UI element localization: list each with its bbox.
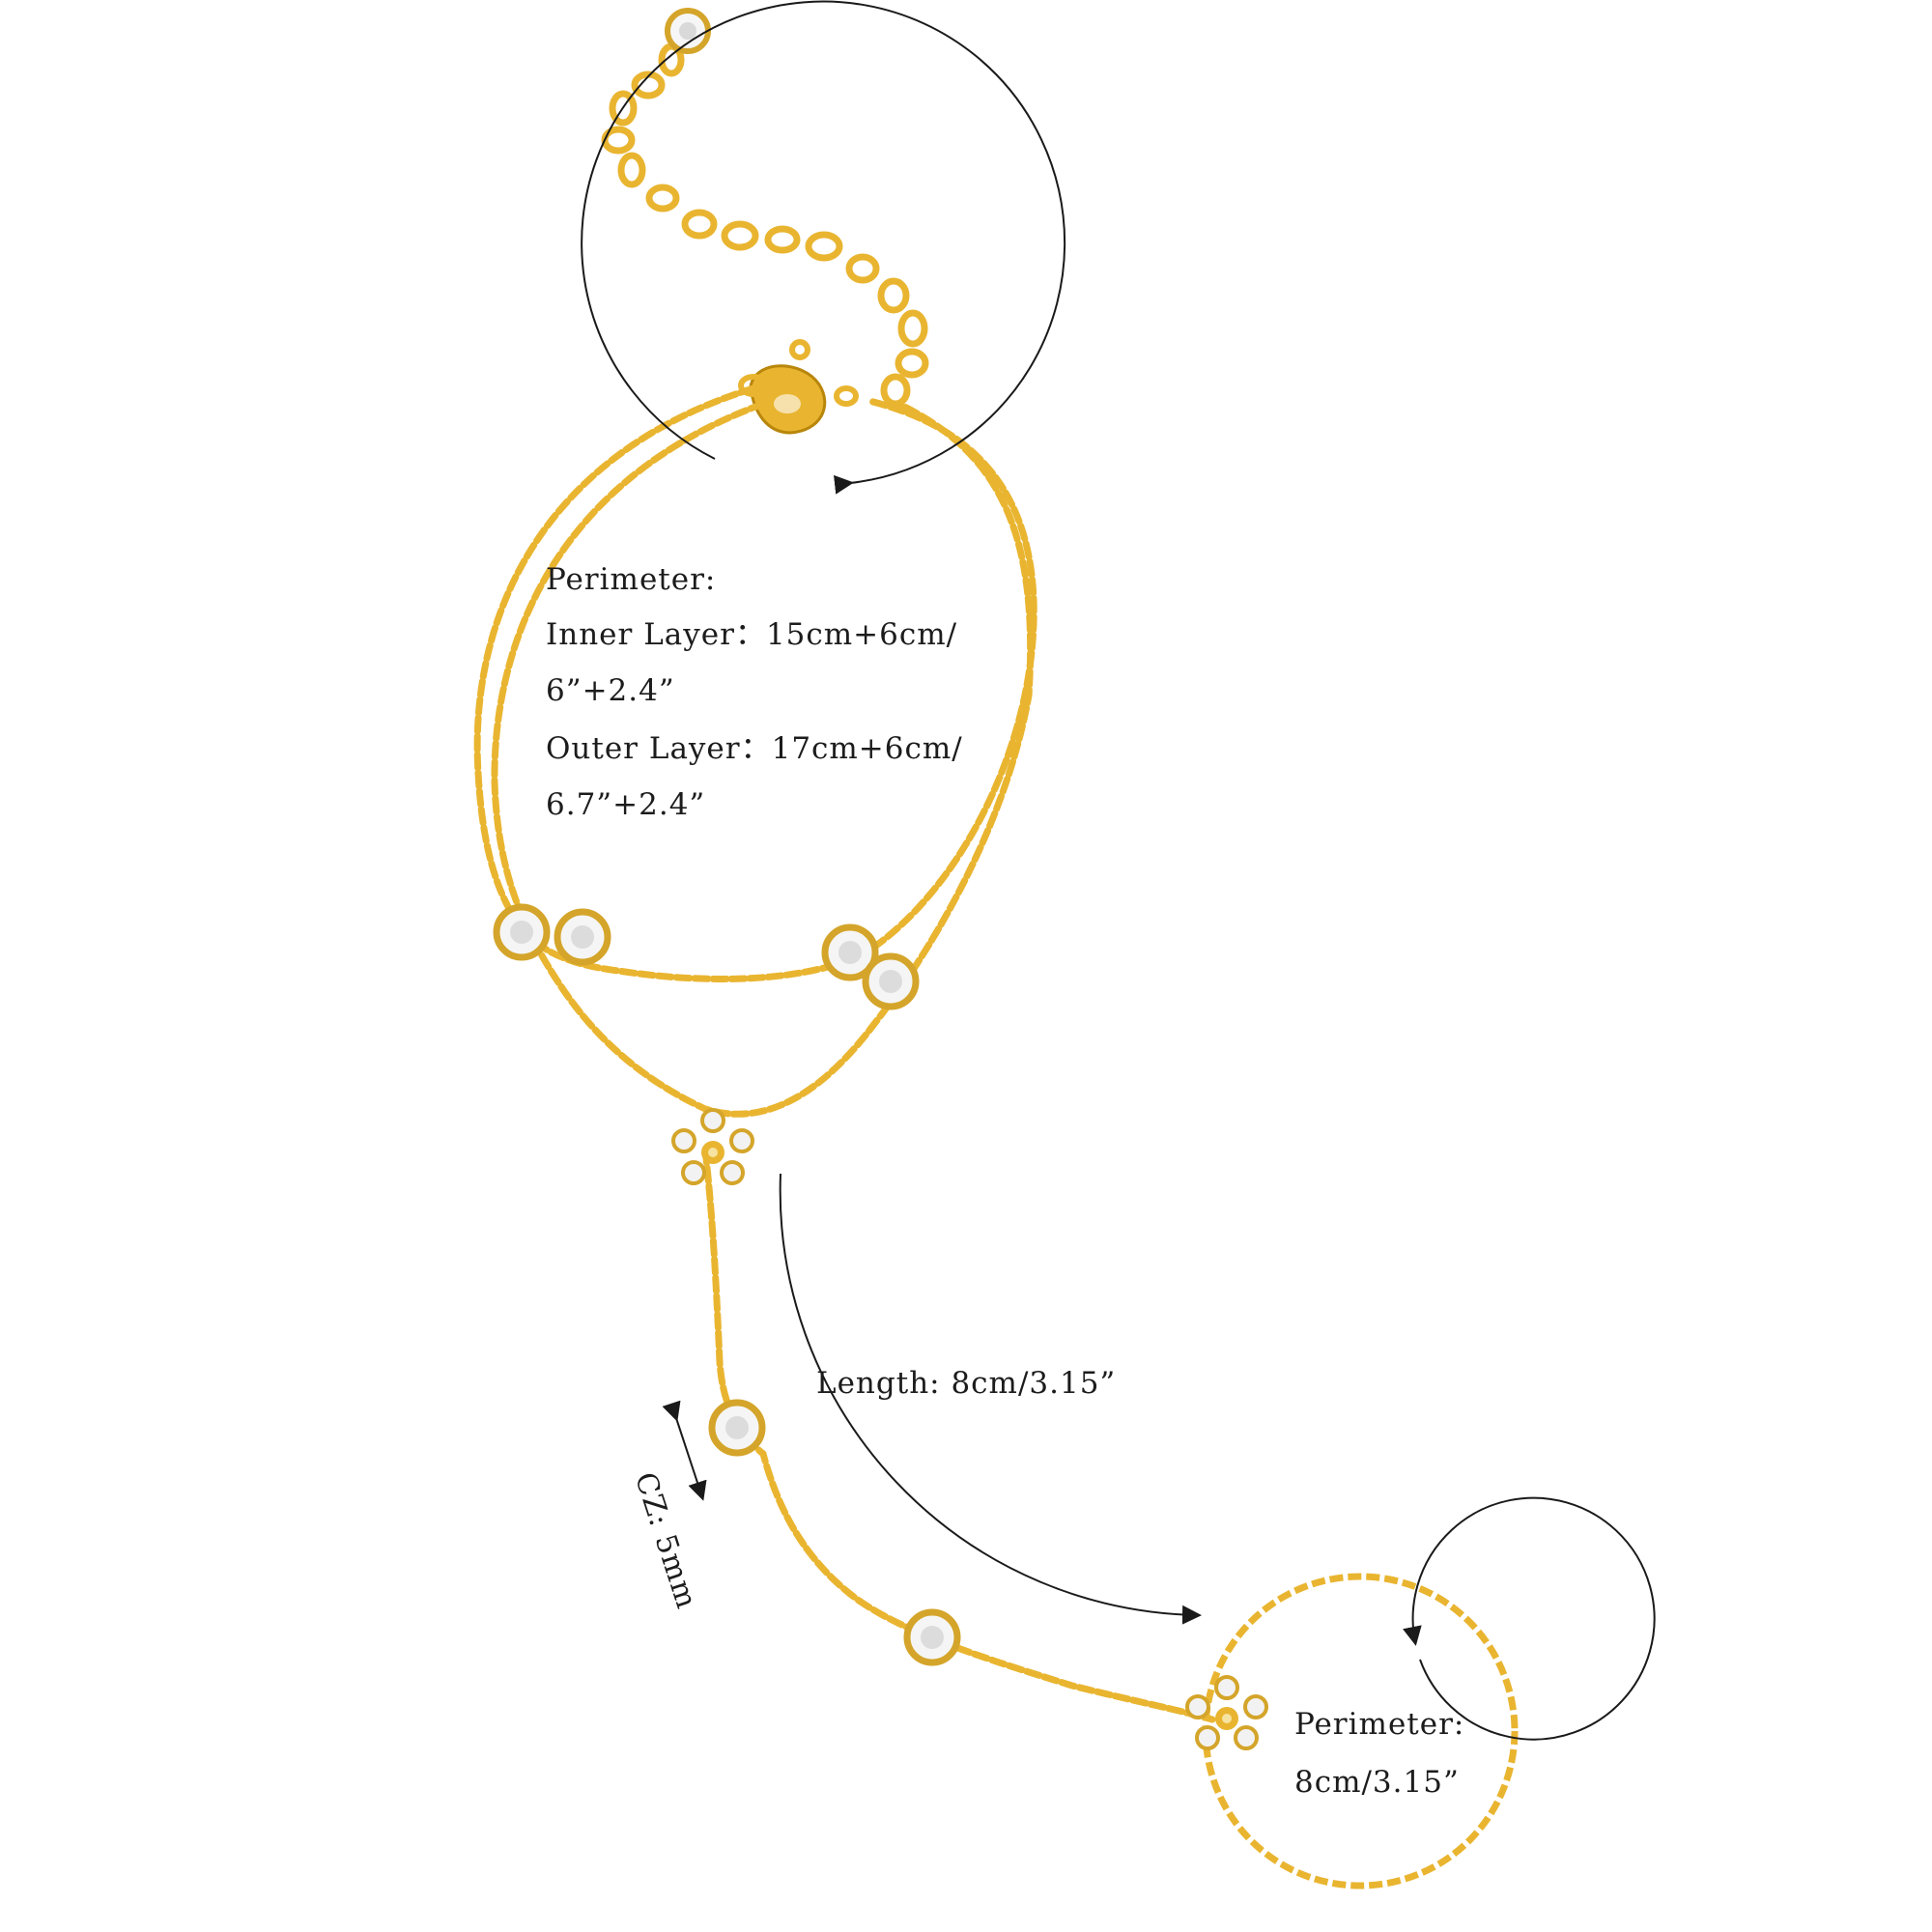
wrist-perimeter-arc bbox=[581, 0, 1066, 495]
stone-bezel bbox=[862, 952, 920, 1010]
outer-chain-layer bbox=[491, 400, 1035, 1118]
outer-layer-cm: Outer Layer：17cm+6cm/ bbox=[546, 731, 963, 766]
bezel-stones bbox=[493, 903, 961, 1666]
ring-perimeter-heading: Perimeter: bbox=[1294, 1707, 1465, 1742]
end-charm bbox=[665, 8, 711, 54]
stone-bezel bbox=[708, 1399, 766, 1457]
stone-bezel bbox=[903, 1608, 961, 1666]
inner-layer-cm: Inner Layer：15cm+6cm/ bbox=[546, 617, 958, 652]
flower-charm-center bbox=[671, 1108, 754, 1185]
cz-size-arrow bbox=[662, 1400, 707, 1501]
lobster-clasp bbox=[738, 339, 859, 435]
outer-layer-inch: 6.7”+2.4” bbox=[546, 787, 706, 822]
ring-perimeter-arc bbox=[1403, 1496, 1656, 1741]
inner-chain-layer bbox=[473, 384, 1037, 982]
hand-chain bbox=[701, 1146, 1216, 1723]
stone-bezel bbox=[821, 923, 879, 981]
wrist-perimeter-heading: Perimeter: bbox=[546, 562, 717, 597]
stone-bezel bbox=[554, 908, 611, 966]
stone-bezel bbox=[493, 903, 551, 961]
inner-layer-inch: 6”+2.4” bbox=[546, 673, 675, 708]
chain-length-label: Length: 8cm/3.15” bbox=[816, 1366, 1117, 1401]
length-arc-arrow bbox=[779, 1173, 1202, 1625]
flower-charm-ring bbox=[1185, 1675, 1268, 1750]
ring-perimeter-value: 8cm/3.15” bbox=[1294, 1765, 1460, 1800]
extender-chain bbox=[601, 43, 929, 408]
